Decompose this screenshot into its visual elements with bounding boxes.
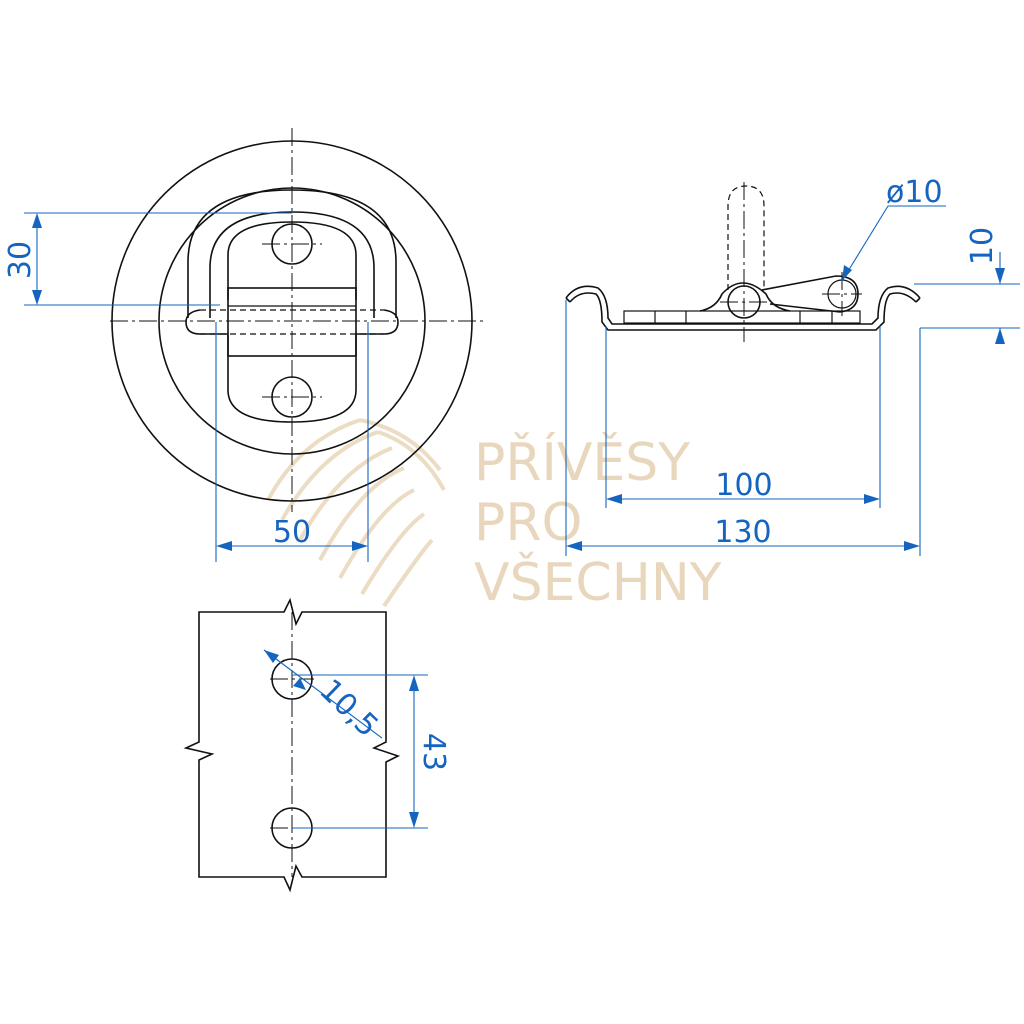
dimension-10-label: 10 <box>965 227 1000 265</box>
dimension-30-label: 30 <box>3 241 38 279</box>
watermark-line-3: VŠECHNY <box>474 551 722 613</box>
dimension-130-label: 130 <box>714 515 771 550</box>
dimension-130: 130 <box>565 300 921 556</box>
plan-view <box>110 128 486 512</box>
dimension-100-label: 100 <box>715 468 772 503</box>
watermark-logo <box>266 418 446 608</box>
flange-profile-inner <box>569 292 917 331</box>
base-plate <box>623 310 861 324</box>
upright-ring-phantom <box>727 185 765 290</box>
template-outline <box>183 597 401 893</box>
watermark: PŘÍVĚSY PRO VŠECHNY <box>266 418 722 613</box>
flange-profile-outer <box>565 285 921 325</box>
dimension-diameter-10-label: ø10 <box>886 175 943 210</box>
left-pin <box>185 309 228 335</box>
dimension-10-5-label: 10,5 <box>312 673 384 745</box>
flange-edge-right <box>915 297 921 303</box>
side-view <box>565 182 921 342</box>
dimension-50-label: 50 <box>273 515 311 550</box>
dimension-43-label: 43 <box>416 733 451 771</box>
dimension-43: 43 <box>292 674 451 829</box>
right-pin <box>356 309 399 335</box>
drilling-template <box>183 597 401 893</box>
flange-edge-left <box>565 297 571 303</box>
dimension-10: 10 <box>914 227 1020 344</box>
dimension-100: 100 <box>605 326 881 508</box>
watermark-line-1: PŘÍVĚSY <box>474 432 690 493</box>
watermark-line-2: PRO <box>474 493 582 553</box>
lashing-ring-inner <box>209 211 375 318</box>
dimension-50: 50 <box>215 322 369 562</box>
dimension-30: 30 <box>3 212 292 306</box>
dimension-diameter-10: ø10 <box>841 175 946 282</box>
